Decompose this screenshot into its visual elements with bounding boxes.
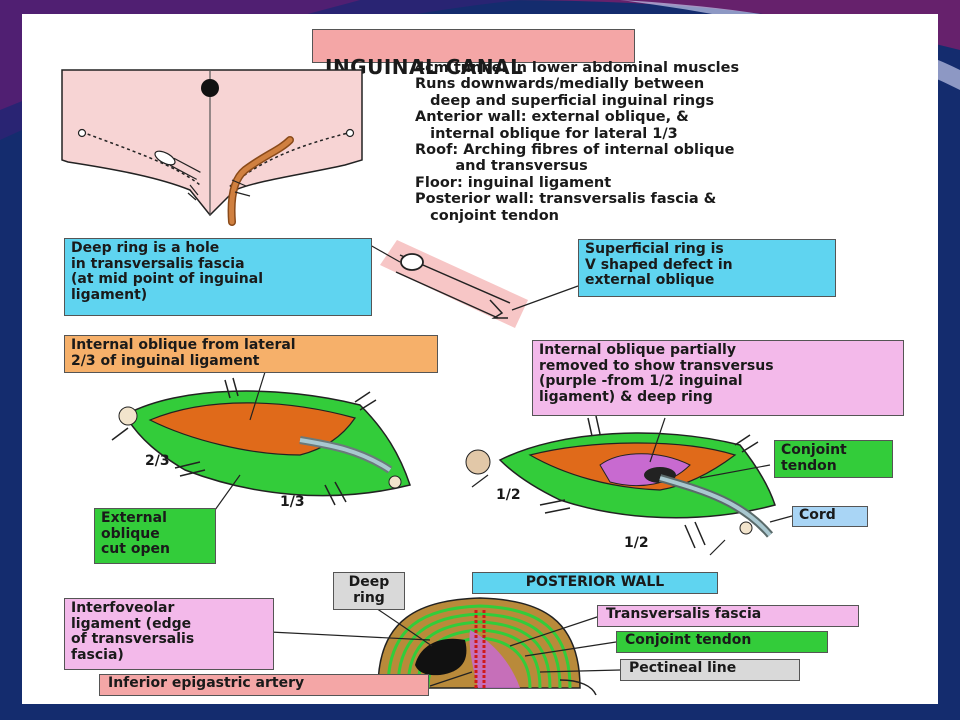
- note-line: and transversus: [415, 158, 588, 175]
- torso-figure: [61, 69, 363, 226]
- umbilicus-dot: [201, 79, 219, 97]
- note-line: conjoint tendon: [415, 207, 559, 224]
- notes-list: 4cm tunnel in lower abdominal muscles Ru…: [415, 60, 915, 224]
- note-line: deep and superficial inguinal rings: [415, 92, 715, 109]
- conjoint-tendon-label: Conjoint tendon: [774, 440, 893, 478]
- note-line: Roof: Arching fibres of internal oblique: [415, 142, 735, 159]
- transversalis-fascia-label: Transversalis fascia: [597, 605, 859, 627]
- posterior-wall-heading: POSTERIOR WALL: [472, 572, 718, 594]
- left-dissection: [111, 371, 411, 511]
- right-dissection: [465, 415, 793, 556]
- pectineal-line-label: Pectineal line: [620, 659, 800, 681]
- deep-ring-hole-label: Deep ring is a hole in transversalis fas…: [64, 238, 372, 316]
- cord-label: Cord: [792, 506, 868, 527]
- fraction-1-2-left: 1/2: [496, 487, 521, 503]
- note-line: internal oblique for lateral 1/3: [415, 125, 678, 142]
- fraction-1-2-bottom: 1/2: [624, 535, 649, 551]
- ring-schematic: [369, 240, 579, 328]
- fraction-1-3: 1/3: [280, 494, 305, 510]
- note-line: Posterior wall: transversalis fascia &: [415, 191, 717, 208]
- note-line: Anterior wall: external oblique, &: [415, 109, 689, 126]
- fraction-2-3: 2/3: [145, 453, 170, 469]
- internal-oblique-lateral-label: Internal oblique from lateral 2/3 of ing…: [64, 335, 438, 373]
- note-line: Floor: inguinal ligament: [415, 174, 612, 191]
- conjoint-tendon-bottom-label: Conjoint tendon: [616, 631, 828, 653]
- external-oblique-cut-label: External oblique cut open: [94, 508, 216, 564]
- interfoveolar-ligament-label: Interfoveolar ligament (edge of transver…: [64, 598, 274, 670]
- note-line: Runs downwards/medially between: [415, 76, 705, 93]
- deep-ring-label: Deep ring: [333, 572, 405, 610]
- internal-oblique-removed-label: Internal oblique partially removed to sh…: [532, 340, 904, 416]
- note-line: 4cm tunnel in lower abdominal muscles: [415, 60, 740, 76]
- superficial-ring-label: Superficial ring is V shaped defect in e…: [578, 239, 836, 297]
- inferior-epigastric-artery-label: Inferior epigastric artery: [99, 674, 429, 696]
- posterior-wall-diagram: [269, 597, 621, 696]
